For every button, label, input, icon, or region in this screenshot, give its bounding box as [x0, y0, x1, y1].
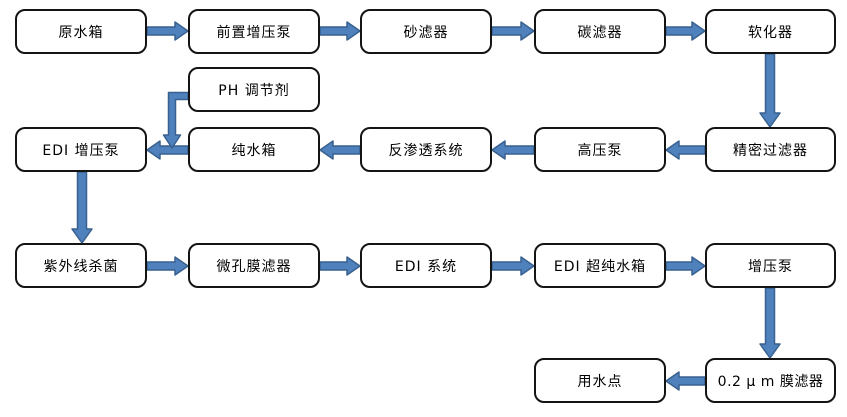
- arrow-booster-pump-to-02um-filter: [759, 287, 781, 359]
- node-booster-pump: 增压泵: [705, 243, 836, 288]
- node-carbon-filter: 碳滤器: [534, 9, 666, 54]
- flow-arrows-group: [71, 21, 781, 391]
- node-edi-ultrapure-tank: EDI 超纯水箱: [534, 243, 666, 288]
- node-pre-booster-pump: 前置增压泵: [188, 9, 320, 54]
- node-ph-dosing: PH 调节剂: [188, 67, 320, 112]
- arrow-edi-system-to-edi-ultrapure-tank: [491, 256, 535, 276]
- node-edi-system: EDI 系统: [360, 243, 492, 288]
- node-pure-water-tank: 纯水箱: [188, 127, 320, 172]
- arrow-pre-pump-to-sand-filter: [319, 21, 361, 41]
- node-raw-water-tank: 原水箱: [15, 9, 147, 54]
- arrow-ro-system-to-pure-water-tank: [319, 140, 361, 160]
- arrow-sand-filter-to-carbon-filter: [491, 21, 535, 41]
- node-microporous-membrane-filter: 微孔膜滤器: [188, 243, 320, 288]
- node-uv-sterilizer: 紫外线杀菌: [15, 243, 147, 288]
- arrow-raw-tank-to-pre-pump: [146, 21, 189, 41]
- arrow-high-pressure-pump-to-ro-system: [491, 140, 535, 160]
- node-precision-filter: 精密过滤器: [705, 127, 836, 172]
- node-edi-booster-pump: EDI 增压泵: [15, 127, 147, 172]
- arrow-02um-filter-to-point-of-use: [665, 371, 706, 391]
- arrow-precision-filter-to-high-pressure-pump: [665, 140, 706, 160]
- arrow-edi-ultrapure-tank-to-booster-pump: [665, 256, 706, 276]
- arrow-pure-water-tank-to-edi-booster-pump: [146, 140, 189, 160]
- arrow-edi-booster-pump-to-uv: [71, 171, 93, 244]
- node-high-pressure-pump: 高压泵: [534, 127, 666, 172]
- arrow-ph-dosing-elbow: [162, 91, 189, 149]
- node-point-of-use: 用水点: [534, 358, 666, 403]
- node-02um-membrane-filter: 0.2 μ m 膜滤器: [705, 358, 836, 403]
- arrow-uv-to-microporous-filter: [146, 256, 189, 276]
- node-ro-system: 反渗透系统: [360, 127, 492, 172]
- arrow-microporous-filter-to-edi-system: [319, 256, 361, 276]
- node-softener: 软化器: [705, 9, 836, 54]
- arrow-softener-to-precision-filter: [759, 53, 781, 128]
- node-sand-filter: 砂滤器: [360, 9, 492, 54]
- arrow-carbon-filter-to-softener: [665, 21, 706, 41]
